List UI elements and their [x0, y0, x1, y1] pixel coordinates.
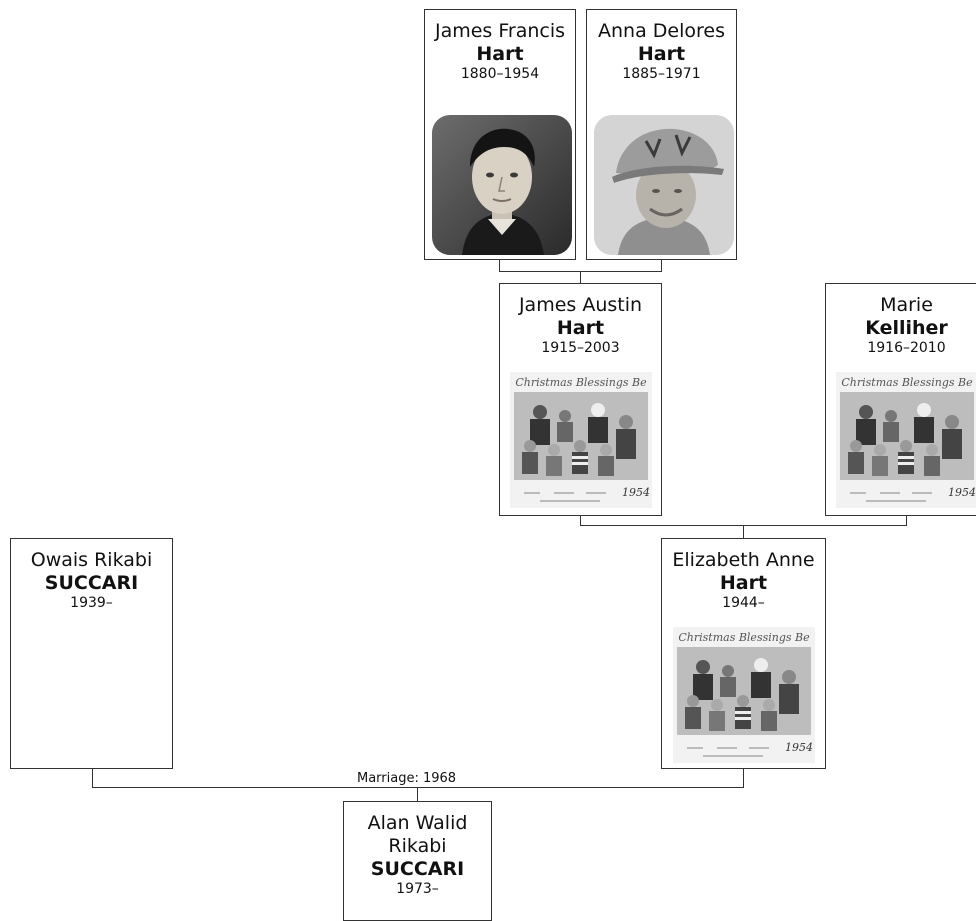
- portrait-photo: [594, 115, 734, 255]
- connector-grandparents-right: [661, 259, 662, 272]
- svg-text:Christmas Blessings Be: Christmas Blessings Be: [515, 376, 647, 389]
- life-dates: 1973–: [396, 881, 439, 897]
- given-name: James Austin: [518, 294, 643, 316]
- svg-text:1954: 1954: [948, 486, 976, 499]
- surname: Hart: [556, 317, 605, 339]
- life-dates: 1944–: [722, 595, 765, 611]
- life-dates: 1885–1971: [622, 66, 701, 82]
- given-name: Marie: [880, 294, 933, 316]
- given-name: Alan Walid Rikabi: [367, 812, 468, 857]
- given-name: Elizabeth Anne: [672, 549, 815, 571]
- svg-text:1954: 1954: [785, 741, 813, 754]
- life-dates: 1916–2010: [867, 340, 946, 356]
- marriage-label: Marriage: 1968: [355, 771, 459, 787]
- family-photo: Christmas Blessings Be 1954: [836, 372, 976, 508]
- connector-marriage-right: [743, 768, 744, 788]
- connector-marriage-left: [92, 768, 93, 788]
- given-name: Owais Rikabi: [30, 549, 153, 571]
- connector-parents-left: [580, 515, 581, 526]
- connector-marriage-bar: [92, 787, 744, 788]
- person-card-james-francis-hart[interactable]: James Francis Hart 1880–1954: [424, 9, 576, 260]
- surname: SUCCARI: [370, 858, 465, 880]
- svg-text:Christmas Blessings Be: Christmas Blessings Be: [841, 376, 973, 389]
- connector-grandparents-left: [499, 259, 500, 272]
- portrait-photo: [432, 115, 572, 255]
- life-dates: 1939–: [70, 595, 113, 611]
- given-name: Anna Delores: [598, 20, 725, 42]
- surname: Hart: [719, 572, 768, 594]
- surname: Hart: [476, 43, 524, 65]
- person-card-anna-delores-hart[interactable]: Anna Delores Hart 1885–1971: [586, 9, 737, 260]
- person-card-alan-walid-rikabi-succari[interactable]: Alan Walid Rikabi SUCCARI 1973–: [343, 801, 492, 921]
- surname: SUCCARI: [44, 572, 139, 594]
- given-name: James Francis: [434, 20, 566, 42]
- person-card-owais-rikabi-succari[interactable]: Owais Rikabi SUCCARI 1939–: [10, 538, 173, 769]
- life-dates: 1915–2003: [541, 340, 620, 356]
- svg-text:1954: 1954: [622, 486, 650, 499]
- svg-text:Christmas Blessings Be: Christmas Blessings Be: [678, 631, 810, 644]
- person-card-marie-kelliher[interactable]: Marie Kelliher 1916–2010 Christmas Bless…: [825, 283, 976, 516]
- family-photo: Christmas Blessings Be 1954: [673, 627, 815, 763]
- surname: Hart: [637, 43, 686, 65]
- person-card-elizabeth-anne-hart[interactable]: Elizabeth Anne Hart 1944– Christmas Bles…: [661, 538, 826, 769]
- person-card-james-austin-hart[interactable]: James Austin Hart 1915–2003 Christmas Bl…: [499, 283, 662, 516]
- surname: Kelliher: [865, 317, 948, 339]
- connector-parents-down: [743, 525, 744, 538]
- connector-parents-right: [906, 515, 907, 526]
- family-photo: Christmas Blessings Be 1954: [510, 372, 652, 508]
- connector-marriage-down: [417, 787, 418, 802]
- connector-grandparents-down: [580, 271, 581, 284]
- life-dates: 1880–1954: [460, 66, 540, 82]
